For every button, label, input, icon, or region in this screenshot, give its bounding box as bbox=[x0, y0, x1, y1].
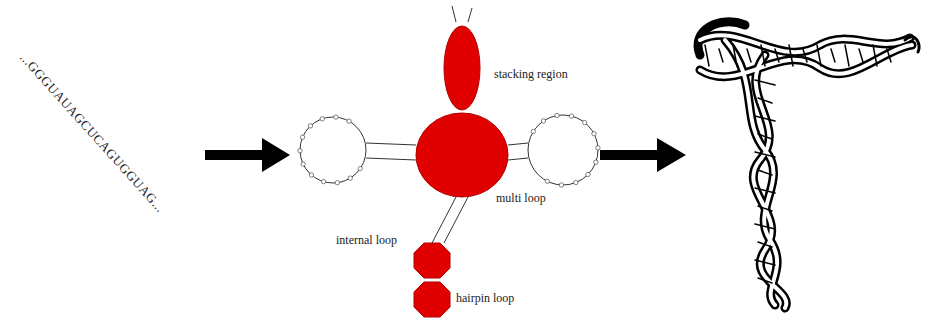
region-label: hairpin loop bbox=[456, 292, 514, 305]
region-label: multi loop bbox=[496, 192, 546, 205]
loop-outline bbox=[300, 6, 598, 243]
highlight-region bbox=[414, 26, 508, 317]
region-label: stacking region bbox=[494, 68, 568, 81]
tertiary-structure bbox=[698, 22, 919, 308]
nucleotide-dots bbox=[298, 113, 600, 187]
region-label: internal loop bbox=[336, 234, 397, 247]
sequence-text: ...GGGUAUAGCUCAGUGGUAG... bbox=[17, 50, 167, 215]
